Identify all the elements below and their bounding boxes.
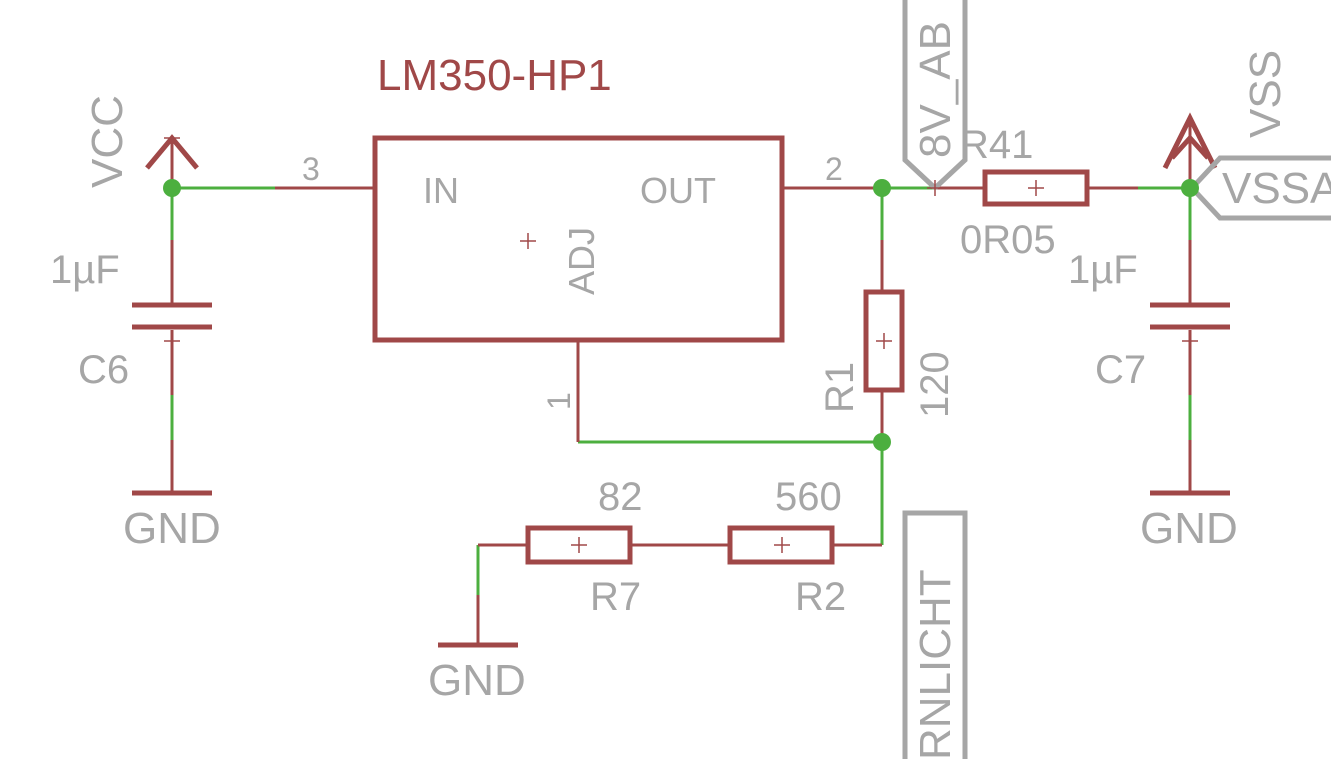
resistor-r1[interactable]: R1 120 bbox=[818, 289, 957, 418]
net-8v-ab-text: 8V_AB bbox=[911, 21, 960, 158]
regulator-body bbox=[372, 135, 785, 343]
r1-name: R1 bbox=[818, 362, 862, 413]
pin-adj-label: ADJ bbox=[561, 227, 602, 295]
vcc-supply[interactable]: VCC bbox=[83, 95, 199, 188]
vss-supply[interactable]: VSS bbox=[1162, 50, 1290, 188]
c7-name: C7 bbox=[1095, 348, 1146, 392]
r41-value: 0R05 bbox=[960, 218, 1056, 262]
junction-dot bbox=[1181, 179, 1199, 197]
gnd-right[interactable]: GND bbox=[1140, 490, 1238, 553]
capacitor-c7[interactable]: 1µF C7 bbox=[1068, 248, 1230, 392]
pin-adj-number: 1 bbox=[541, 392, 577, 410]
net-label-8v-ab[interactable]: 8V_AB bbox=[902, 0, 968, 196]
resistor-r7[interactable]: 82 R7 bbox=[525, 475, 643, 619]
pin-in-number: 3 bbox=[302, 151, 320, 187]
pin-leads bbox=[170, 186, 1192, 645]
r7-body bbox=[525, 525, 633, 565]
gnd-bottom-label: GND bbox=[428, 656, 526, 705]
junction-dot bbox=[873, 433, 891, 451]
gnd-left-label: GND bbox=[123, 504, 221, 553]
r1-body bbox=[863, 289, 905, 393]
r41-name: R41 bbox=[960, 123, 1033, 167]
r7-name: R7 bbox=[590, 575, 641, 619]
junction-dot bbox=[163, 179, 181, 197]
vcc-label: VCC bbox=[83, 95, 132, 188]
wires bbox=[170, 186, 1192, 595]
c6-name: C6 bbox=[78, 348, 129, 392]
capacitor-c6[interactable]: 1µF C6 bbox=[50, 248, 212, 392]
r2-name: R2 bbox=[795, 575, 846, 619]
vss-label: VSS bbox=[1241, 50, 1290, 138]
regulator-lm350[interactable]: LM350-HP1 IN OUT ADJ 3 2 1 bbox=[302, 51, 843, 410]
net-label-rnlicht[interactable]: RNLICHT bbox=[902, 510, 968, 759]
pin-out-label: OUT bbox=[640, 170, 716, 211]
r7-value: 82 bbox=[598, 475, 643, 519]
gnd-bottom[interactable]: GND bbox=[428, 642, 526, 705]
pin-in-label: IN bbox=[423, 170, 459, 211]
c6-value: 1µF bbox=[50, 248, 120, 292]
net-vssa-text: VSSA bbox=[1222, 164, 1331, 213]
r2-value: 560 bbox=[775, 475, 842, 519]
gnd-right-label: GND bbox=[1140, 504, 1238, 553]
regulator-name: LM350-HP1 bbox=[377, 51, 612, 100]
r1-value: 120 bbox=[913, 351, 957, 418]
net-rnlicht-text: RNLICHT bbox=[911, 569, 960, 759]
junction-dot bbox=[873, 179, 891, 197]
c7-value: 1µF bbox=[1068, 248, 1138, 292]
gnd-left[interactable]: GND bbox=[123, 490, 221, 553]
r41-body bbox=[982, 169, 1090, 207]
junctions bbox=[163, 179, 1199, 451]
resistor-r2[interactable]: 560 R2 bbox=[727, 475, 846, 619]
pin-out-number: 2 bbox=[825, 151, 843, 187]
net-label-vssa[interactable]: VSSA bbox=[1188, 155, 1331, 221]
r2-body bbox=[727, 525, 835, 565]
resistor-r41[interactable]: R41 0R05 bbox=[960, 123, 1090, 262]
